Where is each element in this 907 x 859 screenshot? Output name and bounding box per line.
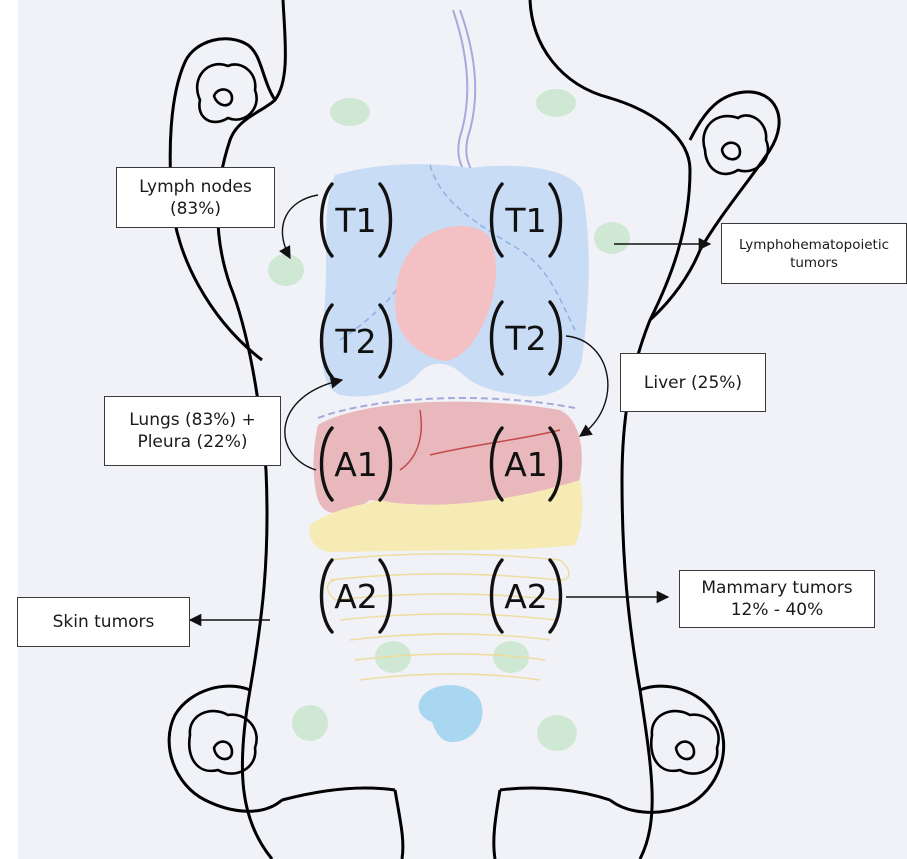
callout-text: Lymph nodes [139,176,252,198]
gland-label: T2 [504,319,546,358]
lymph-node-axillary-left [268,254,304,286]
gland-label: A1 [504,445,548,484]
lymph-node-popliteal-left [292,705,328,741]
gland-label: T1 [504,201,546,240]
callout-text: Pleura (22%) [129,431,255,453]
gland-label: A1 [334,445,378,484]
lymph-node-popliteal-right [537,715,577,751]
lymph-node-neck-left [330,98,370,126]
lymph-node-axillary-right [594,222,630,254]
gland-label: T1 [334,201,376,240]
callout-lymph-nodes: Lymph nodes(83%) [116,167,275,228]
gland-label: A2 [334,577,378,616]
callout-text: Skin tumors [53,611,155,633]
callout-text: tumors [739,254,889,272]
callout-text: Lungs (83%) + [129,409,255,431]
lymph-node-neck-right [536,89,576,117]
callout-text: Mammary tumors [701,577,852,599]
callout-liver: Liver (25%) [620,353,766,412]
gland-label: A2 [504,577,548,616]
callout-lungs: Lungs (83%) +Pleura (22%) [104,396,281,466]
callout-skin: Skin tumors [17,597,190,647]
callout-text: (83%) [139,198,252,220]
gland-label: T2 [334,322,376,361]
callout-text: Liver (25%) [644,372,742,394]
callout-text: 12% - 40% [701,599,852,621]
callout-text: Lymphohematopoietic [739,236,889,254]
